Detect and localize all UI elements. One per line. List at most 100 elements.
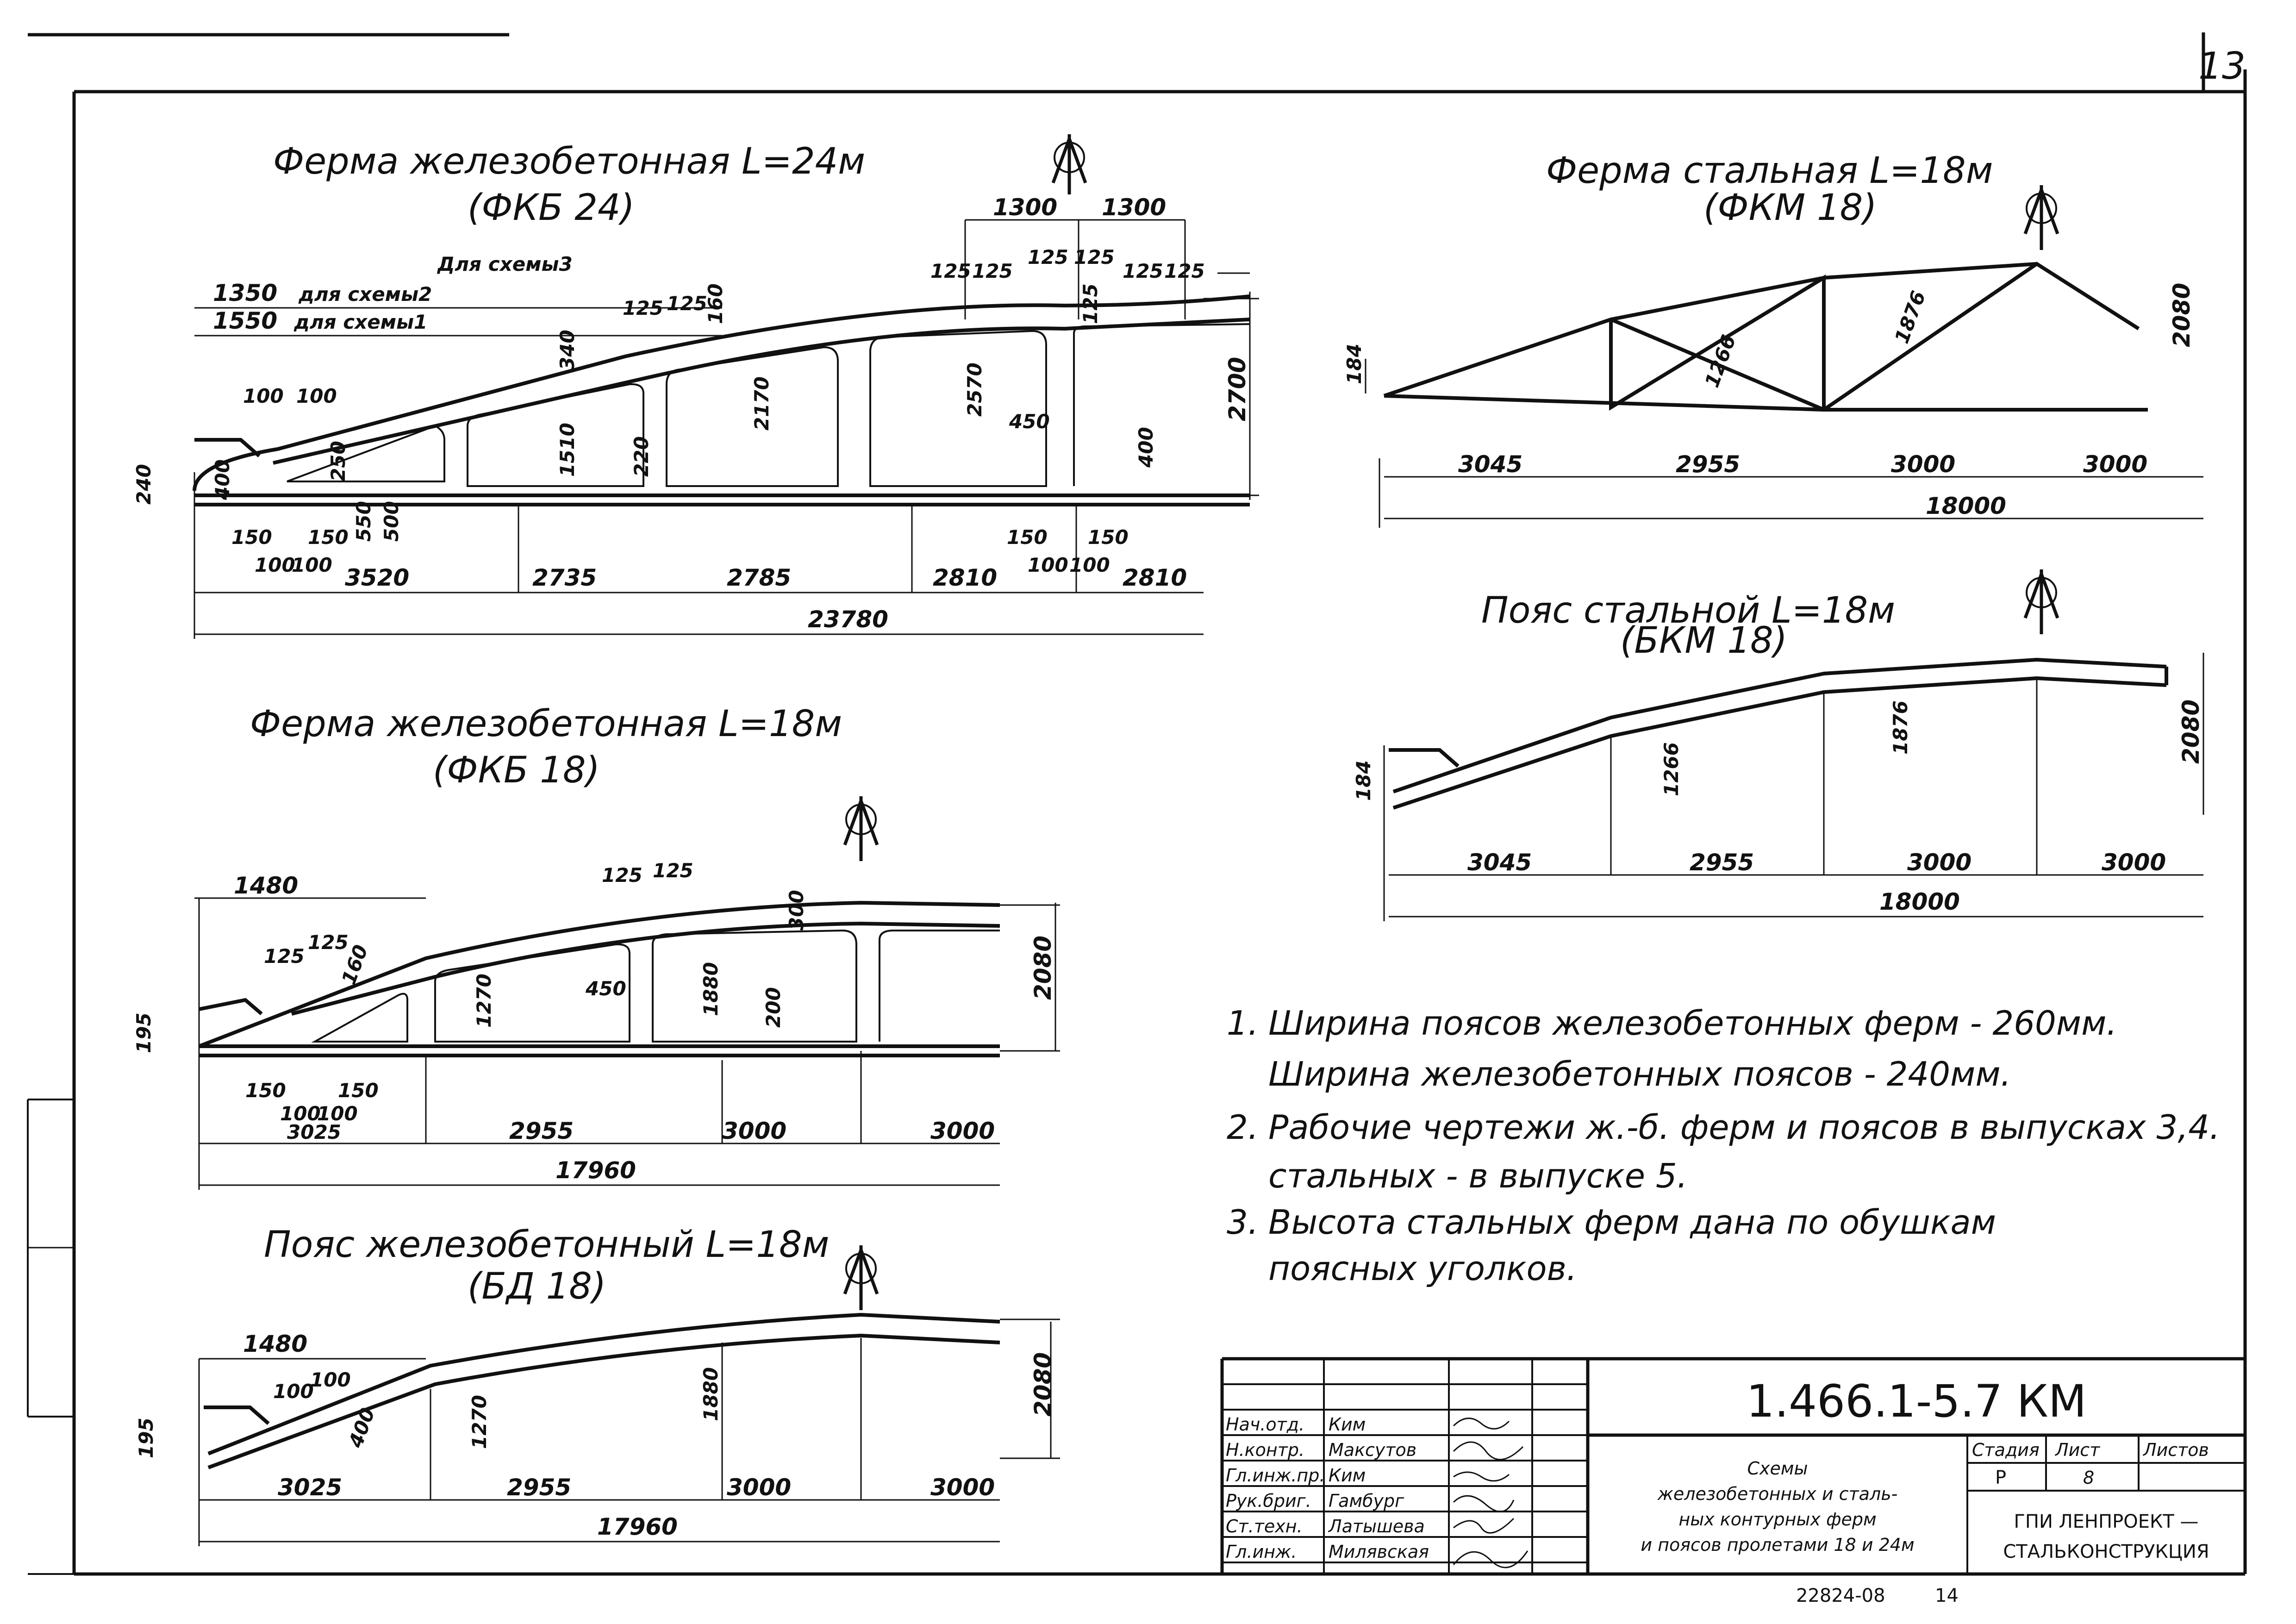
dim-1550: 1550 — [213, 307, 277, 334]
tb-desc-1: Схемы — [1747, 1458, 1808, 1479]
sheets-label: Листов — [2142, 1440, 2209, 1460]
span-2810: 2810 — [1123, 564, 1187, 591]
tb-role-6: Гл.инж. — [1226, 1542, 1297, 1562]
notes: 1. Ширина поясов железобетонных ферм - 2… — [1227, 1004, 2220, 1288]
bd18-chord — [207, 1312, 1000, 1455]
dim-1300: 1300 — [993, 194, 1057, 221]
dim-1880: 1880 — [699, 962, 722, 1016]
dim-2080: 2080 — [1029, 1352, 1056, 1417]
note-2-line-1: Рабочие чертежи ж.-б. ферм и поясов в вы… — [1268, 1108, 2220, 1147]
tb-role-5: Ст.техн. — [1226, 1516, 1303, 1537]
dim-150: 150 — [1007, 526, 1048, 549]
dim-100: 100 — [292, 554, 332, 576]
dim-125: 125 — [1028, 246, 1068, 269]
dim-100: 100 — [296, 385, 337, 407]
dim-450: 450 — [585, 977, 626, 1000]
doc-code: 1.466.1-5.7 КМ — [1746, 1375, 2086, 1427]
signatures — [1453, 1418, 1529, 1568]
dim-100: 100 — [1069, 554, 1110, 576]
dim-200: 200 — [762, 987, 785, 1028]
span-3000: 3000 — [2083, 451, 2147, 478]
span-3000: 3000 — [930, 1118, 995, 1144]
dim-100: 100 — [273, 1380, 314, 1403]
span-3000: 3000 — [727, 1474, 791, 1501]
title-bkm18: Пояс стальной L=18м — [1481, 590, 1895, 631]
note-2-num: 2. — [1227, 1108, 1259, 1147]
code-fkb24: (ФКБ 24) — [468, 187, 635, 229]
tb-name-2: Максутов — [1329, 1440, 1416, 1460]
dim-184: 184 — [1352, 760, 1375, 801]
dim-1876: 1876 — [1889, 700, 1912, 755]
dim-150: 150 — [245, 1079, 286, 1102]
org-line-2: СТАЛЬКОНСТРУКЦИЯ — [2003, 1541, 2209, 1562]
fkb18-top-chord — [198, 900, 1000, 1048]
sheet-label: Лист — [2054, 1440, 2101, 1460]
span-2735: 2735 — [532, 564, 597, 591]
sheet-frame — [27, 32, 2247, 1576]
note-1-num: 1. — [1227, 1004, 1259, 1043]
code-fkm18: (ФКМ 18) — [1703, 187, 1877, 229]
span-3045: 3045 — [1458, 451, 1522, 478]
axis-symbol-fkm18 — [2023, 185, 2059, 250]
dim-550: 550 — [352, 501, 375, 542]
dim-1350: 1350 — [213, 280, 277, 306]
code-bkm18: (БКМ 18) — [1620, 620, 1787, 662]
dim-2080: 2080 — [1029, 936, 1056, 1000]
dim-2080: 2080 — [2177, 700, 2204, 764]
dim-125: 125 — [930, 260, 971, 282]
dim-250: 250 — [327, 441, 349, 481]
note-1-line-2: Ширина железобетонных поясов - 240мм. — [1268, 1055, 2011, 1093]
sheet-value: 8 — [2083, 1468, 2094, 1488]
dim-125: 125 — [602, 864, 643, 887]
label-for-scheme2: для схемы2 — [298, 283, 432, 306]
dim-400: 400 — [344, 1405, 379, 1451]
span-total-17960: 17960 — [555, 1157, 636, 1184]
title-block: Нач.отд. Н.контр. Гл.инж.пр. Рук.бриг. С… — [1220, 1357, 2245, 1606]
axis-symbol-fkb24 — [1051, 134, 1087, 194]
span-2955: 2955 — [507, 1474, 571, 1501]
bkm18-chord — [1392, 657, 2167, 793]
tb-role-2: Н.контр. — [1226, 1440, 1304, 1460]
dim-1480: 1480 — [234, 872, 298, 899]
span-2955: 2955 — [1676, 451, 1740, 478]
dim-100: 100 — [1028, 554, 1068, 576]
fkb24-top-chord — [193, 294, 1250, 491]
tb-desc-2: железобетонных и сталь- — [1657, 1484, 1898, 1504]
span-3025: 3025 — [278, 1474, 342, 1501]
dim-1510: 1510 — [556, 423, 579, 477]
dim-400: 400 — [1135, 427, 1157, 468]
tb-desc-3: ных контурных ферм — [1678, 1509, 1876, 1530]
dim-150: 150 — [1088, 526, 1129, 549]
truss-fkm18: Ферма стальная L=18м (ФКМ 18) 184 1266 1… — [1343, 150, 2203, 528]
dim-125: 125 — [653, 859, 693, 882]
span-2955: 2955 — [1690, 849, 1754, 876]
dim-125: 125 — [1074, 246, 1115, 269]
dim-100: 100 — [280, 1102, 321, 1125]
span-total-18000: 18000 — [1879, 888, 1960, 915]
truss-fkb24: Ферма железобетонная L=24м (ФКБ 24) 1350… — [132, 134, 1259, 639]
stage-label: Стадия — [1972, 1440, 2040, 1460]
dim-100: 100 — [243, 385, 284, 407]
dim-150: 150 — [308, 526, 349, 549]
tb-role-3: Гл.инж.пр. — [1226, 1465, 1325, 1486]
chord-bkm18: Пояс стальной L=18м (БКМ 18) 184 1266 18… — [1352, 569, 2204, 921]
tb-name-4: Гамбург — [1329, 1491, 1404, 1511]
note-3-num: 3. — [1227, 1203, 1259, 1242]
title-fkb24: Ферма железобетонная L=24м — [273, 141, 865, 182]
dim-150: 150 — [338, 1079, 379, 1102]
span-3520: 3520 — [345, 564, 409, 591]
span-3000: 3000 — [722, 1118, 786, 1144]
tb-name-1: Ким — [1329, 1414, 1366, 1435]
tb-name-5: Латышева — [1328, 1516, 1425, 1537]
axis-symbol-bd18 — [843, 1245, 879, 1310]
dim-150: 150 — [231, 526, 272, 549]
sheet-number: 13 — [2198, 44, 2246, 87]
title-fkm18: Ферма стальная L=18м — [1546, 150, 1993, 192]
title-fkb18: Ферма железобетонная L=18м — [250, 703, 842, 745]
note-3-line-1: Высота стальных ферм дана по обушкам — [1268, 1203, 1996, 1242]
title-bd18: Пояс железобетонный L=18м — [264, 1224, 830, 1266]
dim-2080: 2080 — [2168, 283, 2195, 347]
span-3000: 3000 — [930, 1474, 995, 1501]
span-2955: 2955 — [509, 1118, 574, 1144]
